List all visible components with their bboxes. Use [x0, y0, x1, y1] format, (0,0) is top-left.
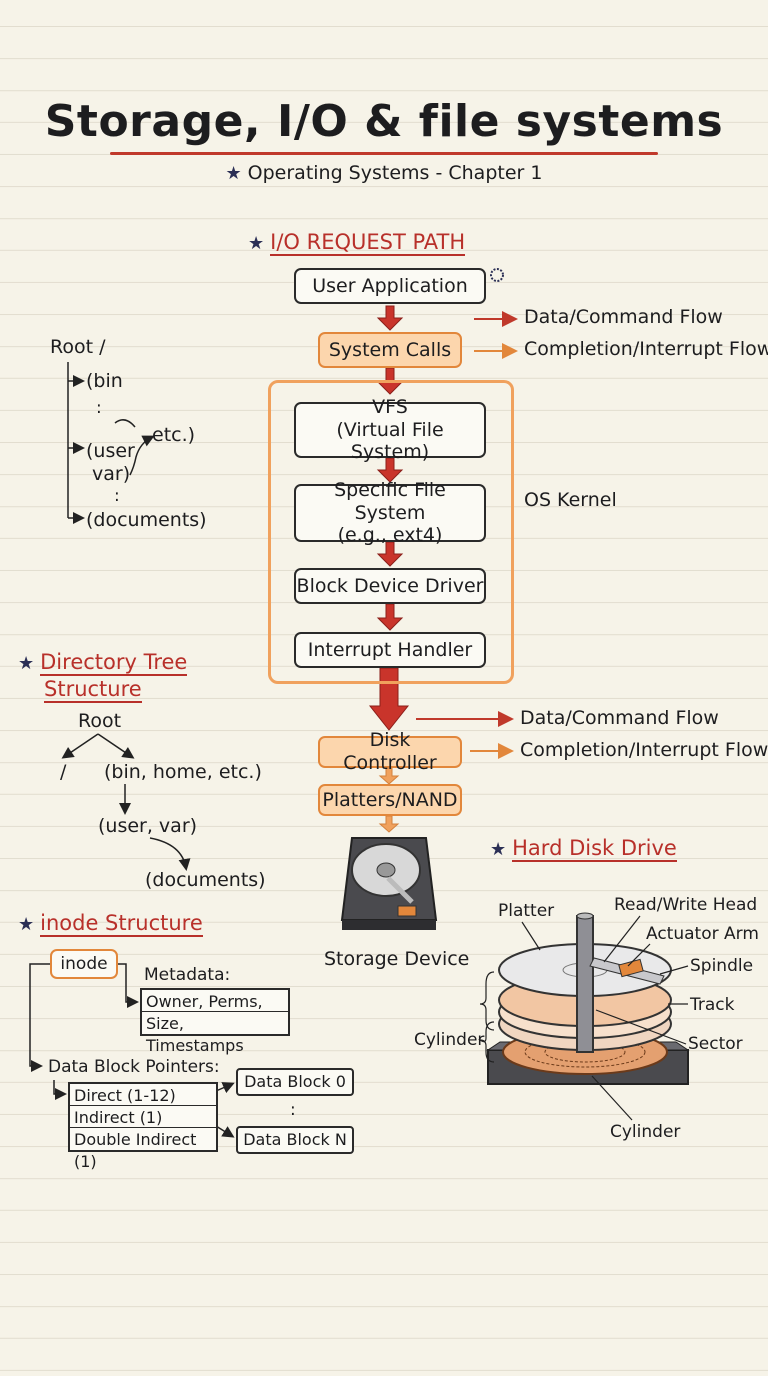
hdd-label-platter: Platter — [498, 901, 555, 921]
dir-tree-documents: (documents) — [145, 869, 266, 891]
hdd-heading: ★Hard Disk Drive — [490, 836, 677, 862]
data-block-0-box: Data Block 0 — [236, 1068, 354, 1096]
dir-tree-root: Root — [78, 710, 122, 732]
hdd-label-actuator: Actuator Arm — [646, 924, 759, 944]
root-sketch-bin: (bin — [86, 370, 123, 392]
hdd-label-rw-head: Read/Write Head — [614, 895, 758, 915]
dir-tree-user: (user, var) — [98, 815, 198, 837]
vfs-box: VFS (Virtual File System) — [294, 396, 486, 463]
os-kernel-label: OS Kernel — [524, 489, 617, 511]
hdd-drawing — [486, 912, 690, 1085]
hdd-label-cylinder-left: Cylinder — [414, 1030, 485, 1050]
storage-device-drawing — [340, 837, 438, 930]
root-sketch-root: Root / — [50, 336, 106, 358]
dir-tree-bin: (bin, home, etc.) — [104, 761, 262, 783]
star-icon: ★ — [225, 163, 242, 184]
hdd-label-track: Track — [690, 995, 735, 1015]
pointer-row: Direct (1-12) — [70, 1084, 216, 1106]
disk-controller-box: Disk Controller — [318, 729, 462, 774]
star-icon: ★ — [18, 914, 35, 935]
inode-heading: ★inode Structure — [18, 911, 203, 937]
root-sketch-dots: : — [96, 398, 102, 418]
root-sketch-user: (user — [86, 440, 135, 462]
platters-nand-box: Platters/NAND — [318, 784, 462, 816]
storage-device-label: Storage Device — [324, 948, 470, 970]
inode-box: inode — [50, 949, 118, 979]
pointer-row: Indirect (1) — [70, 1106, 216, 1128]
io-path-heading: ★I/O REQUEST PATH — [248, 230, 466, 256]
title-underline — [110, 152, 658, 155]
root-sketch-var: var) — [92, 463, 131, 485]
os-kernel-frame — [268, 380, 514, 684]
root-sketch-etc: etc.) — [152, 424, 196, 446]
metadata-row: Size, Timestamps — [146, 1014, 244, 1055]
block-driver-box: Block Device Driver — [294, 568, 486, 604]
hdd-label-sector: Sector — [688, 1034, 743, 1054]
root-sketch-dots-2: : — [114, 486, 120, 506]
subtitle-text: Operating Systems - Chapter 1 — [247, 162, 543, 184]
page-subtitle: ★Operating Systems - Chapter 1 — [0, 162, 768, 184]
dir-tree-slash: / — [60, 761, 67, 783]
interrupt-handler-box: Interrupt Handler — [294, 632, 486, 668]
pointer-row: Double Indirect (1) — [74, 1130, 197, 1171]
star-icon: ★ — [490, 839, 507, 860]
star-icon: ★ — [248, 233, 265, 254]
star-icon: ★ — [18, 653, 35, 674]
hdd-label-spindle: Spindle — [690, 956, 754, 976]
data-block-n-box: Data Block N — [236, 1126, 354, 1154]
legend-completion-flow-bottom: Completion/Interrupt Flow — [520, 739, 768, 761]
pointers-table: Direct (1-12) Indirect (1) Double Indire… — [68, 1082, 218, 1171]
directory-tree-heading: ★Directory Tree Structure — [18, 650, 188, 704]
user-application-box: User Application — [294, 268, 486, 304]
system-calls-box: System Calls — [318, 332, 462, 368]
hdd-label-cylinder-bottom: Cylinder — [610, 1122, 681, 1142]
pointers-label: Data Block Pointers: — [48, 1057, 220, 1077]
legend-completion-flow-top: Completion/Interrupt Flow — [524, 338, 768, 360]
metadata-label: Metadata: — [144, 965, 231, 985]
legend-data-flow-bottom: Data/Command Flow — [520, 707, 719, 729]
page-title: Storage, I/O & file systems — [44, 96, 724, 147]
specific-fs-box: Specific File System (e.g., ext4) — [294, 479, 486, 546]
metadata-row: Owner, Perms, — [142, 990, 288, 1012]
legend-data-flow-top: Data/Command Flow — [524, 306, 723, 328]
root-sketch-documents: (documents) — [86, 509, 207, 531]
metadata-table: Owner, Perms, Size, Timestamps — [140, 988, 290, 1055]
data-block-dots: : — [290, 1100, 296, 1120]
